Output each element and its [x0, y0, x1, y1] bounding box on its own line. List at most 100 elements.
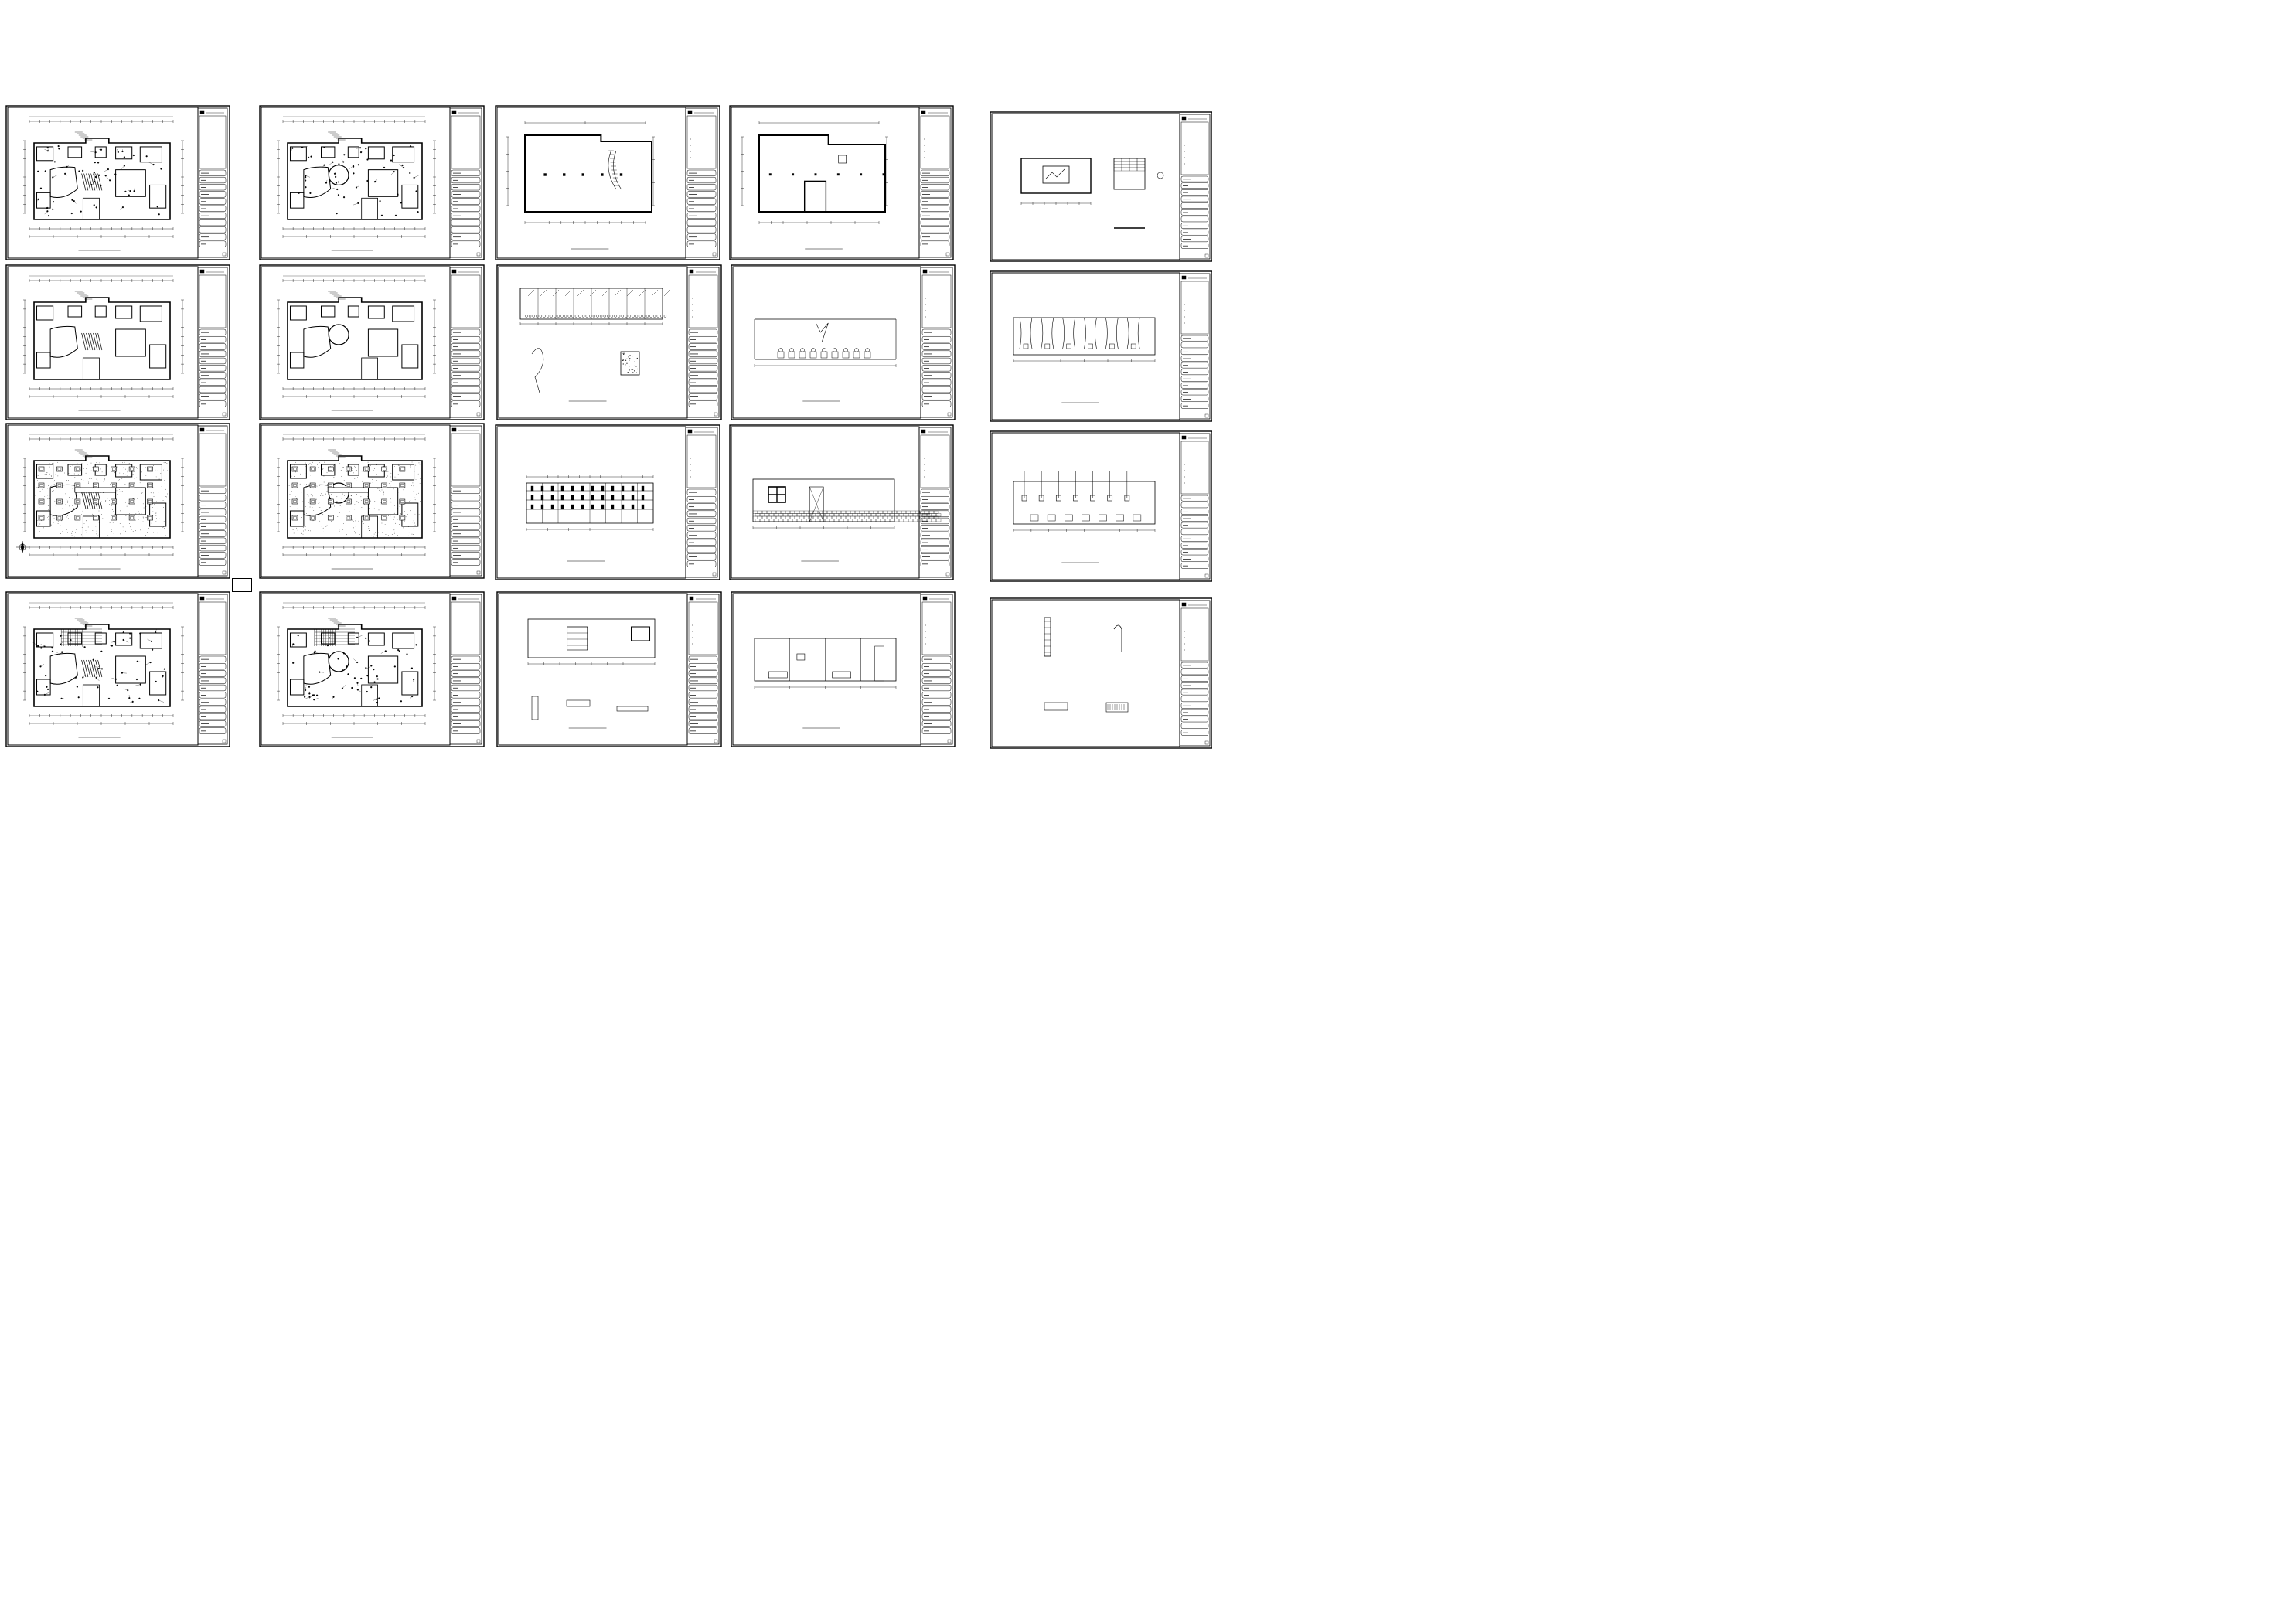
bottle	[611, 504, 615, 510]
title-field	[451, 663, 481, 670]
title-field	[451, 336, 481, 343]
room	[367, 146, 385, 160]
light-fixture	[346, 665, 348, 668]
title-field	[199, 537, 227, 544]
room	[321, 146, 336, 158]
title-field	[688, 343, 718, 350]
light-fixture	[158, 699, 160, 702]
firm-logo	[687, 429, 693, 434]
title-field	[451, 198, 481, 205]
title-field	[688, 699, 718, 706]
light-fixture	[149, 661, 152, 664]
light-fixture	[379, 200, 381, 202]
firm-logo	[199, 427, 205, 432]
title-field	[1180, 223, 1209, 229]
room	[401, 671, 419, 696]
entry	[82, 515, 100, 539]
chair	[546, 315, 550, 318]
light-fixture	[351, 686, 353, 689]
section-detail	[620, 351, 640, 376]
title-field	[1180, 509, 1209, 515]
bottle	[601, 504, 605, 510]
bar-counter	[327, 487, 369, 493]
booth	[1047, 514, 1056, 522]
soffit	[303, 166, 332, 199]
title-field	[1180, 515, 1209, 522]
title-field	[920, 233, 950, 240]
title-field	[199, 336, 227, 343]
table	[74, 498, 81, 505]
light-fixture	[326, 645, 329, 647]
firm-logo	[921, 110, 926, 114]
room	[149, 184, 167, 209]
title-field	[921, 328, 952, 336]
light-fixture	[36, 690, 39, 692]
light-fixture	[94, 162, 96, 164]
table	[309, 466, 316, 472]
drawing-sheet	[5, 423, 230, 579]
table	[363, 515, 370, 521]
light-fixture	[70, 212, 73, 215]
title-field	[1180, 703, 1209, 709]
table	[74, 466, 81, 472]
soffit	[115, 169, 146, 197]
title-block	[685, 427, 718, 578]
title-field	[686, 488, 717, 496]
title-field	[1180, 563, 1209, 569]
title-field	[686, 496, 717, 503]
firm-logo	[1181, 602, 1187, 607]
title-field	[199, 191, 227, 198]
table	[128, 515, 135, 521]
chair	[656, 315, 659, 318]
sheet-number	[222, 739, 227, 743]
entry	[361, 684, 378, 707]
table	[291, 498, 298, 505]
room	[149, 502, 167, 527]
title-field	[199, 727, 227, 734]
booth	[1116, 514, 1124, 522]
title-field	[199, 523, 227, 530]
room	[115, 305, 133, 319]
light-fixture	[376, 701, 378, 704]
title-block	[920, 267, 953, 418]
title-field	[920, 525, 950, 532]
title-field	[921, 386, 952, 393]
light-fixture	[76, 686, 78, 688]
column	[768, 173, 772, 176]
sheet-number	[1204, 253, 1209, 258]
title-field	[688, 655, 718, 663]
sheet-border	[495, 105, 720, 260]
bottle	[581, 504, 584, 510]
chair	[564, 315, 567, 318]
chair	[607, 315, 610, 318]
sheet-border	[5, 591, 230, 747]
title-field	[1180, 175, 1209, 182]
title-block	[686, 267, 720, 418]
firm-logo	[689, 269, 694, 274]
light-fixture	[376, 678, 379, 680]
light-fixture	[338, 181, 340, 183]
title-field	[199, 706, 227, 713]
title-field	[451, 692, 481, 699]
light-fixture	[373, 669, 375, 671]
table	[363, 466, 370, 472]
title-field	[920, 539, 950, 546]
title-block	[449, 425, 482, 577]
chair	[596, 315, 599, 318]
notes-box	[920, 434, 950, 488]
drape	[1041, 317, 1054, 349]
title-field	[686, 219, 717, 226]
chair	[525, 315, 528, 318]
title-field	[1180, 229, 1209, 236]
painting	[1042, 165, 1070, 184]
table	[74, 515, 81, 521]
sheet-border	[990, 597, 1212, 749]
drape	[1084, 317, 1097, 349]
title-field	[921, 713, 952, 720]
light-fixture	[336, 213, 338, 215]
title-field	[451, 169, 481, 176]
chair	[532, 315, 535, 318]
title-field	[686, 169, 717, 176]
room	[392, 305, 415, 322]
title-field	[451, 328, 481, 336]
